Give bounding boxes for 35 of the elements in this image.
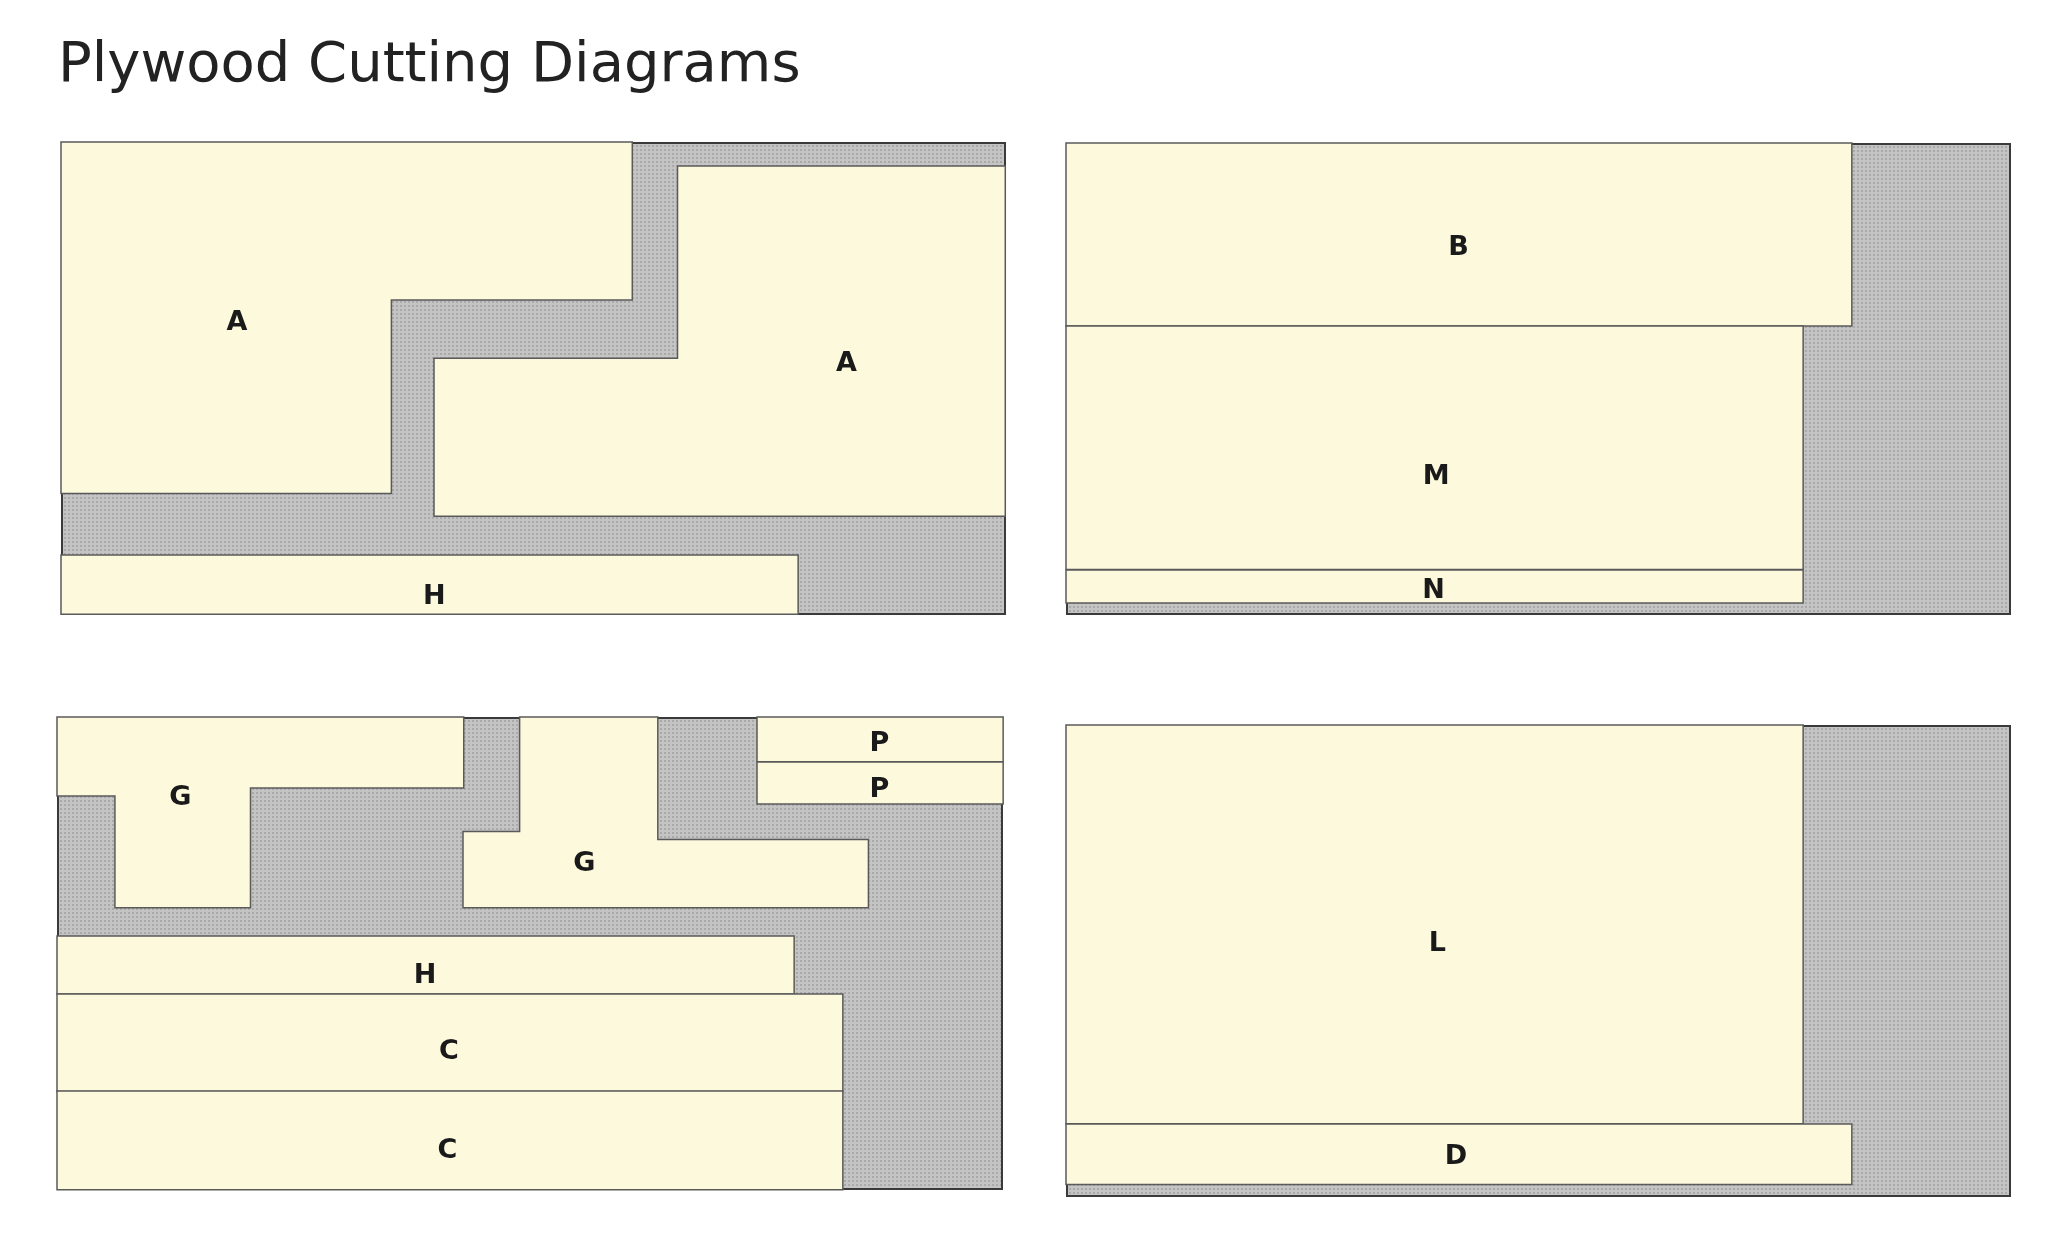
piece-label: C <box>437 1132 458 1164</box>
cut-piece <box>56 1091 843 1190</box>
piece-label: D <box>1444 1138 1468 1170</box>
cut-piece <box>1066 569 1804 603</box>
cut-piece <box>434 165 1006 516</box>
cut-piece <box>1066 1124 1853 1185</box>
piece-label: P <box>869 771 890 803</box>
cut-piece <box>1066 326 1804 570</box>
cut-piece <box>60 142 632 494</box>
piece-label: H <box>413 957 437 989</box>
piece-label: A <box>226 304 248 336</box>
piece-label: P <box>869 725 890 757</box>
piece-label: C <box>438 1033 459 1065</box>
cut-piece <box>756 762 1003 805</box>
piece-label: G <box>169 779 192 811</box>
cut-piece <box>1066 725 1804 1125</box>
piece-label: N <box>1422 572 1445 604</box>
cut-piece <box>1066 143 1853 327</box>
piece-label: H <box>423 578 446 610</box>
piece-label: G <box>573 845 596 877</box>
piece-label: A <box>835 345 857 377</box>
plywood-sheet <box>1066 725 2012 1197</box>
plywood-sheet <box>1066 143 2012 615</box>
piece-label: B <box>1448 229 1469 261</box>
cut-piece <box>463 717 869 909</box>
cut-piece <box>56 717 464 909</box>
cut-piece <box>60 555 798 615</box>
plywood-sheet <box>56 717 1004 1190</box>
piece-label: M <box>1422 458 1450 490</box>
title: Plywood Cutting Diagrams <box>57 28 801 94</box>
piece-label: L <box>1428 925 1447 957</box>
cut-piece <box>756 717 1003 763</box>
plywood-sheet <box>60 142 1006 615</box>
cut-piece <box>56 993 843 1092</box>
cut-piece <box>56 935 794 994</box>
